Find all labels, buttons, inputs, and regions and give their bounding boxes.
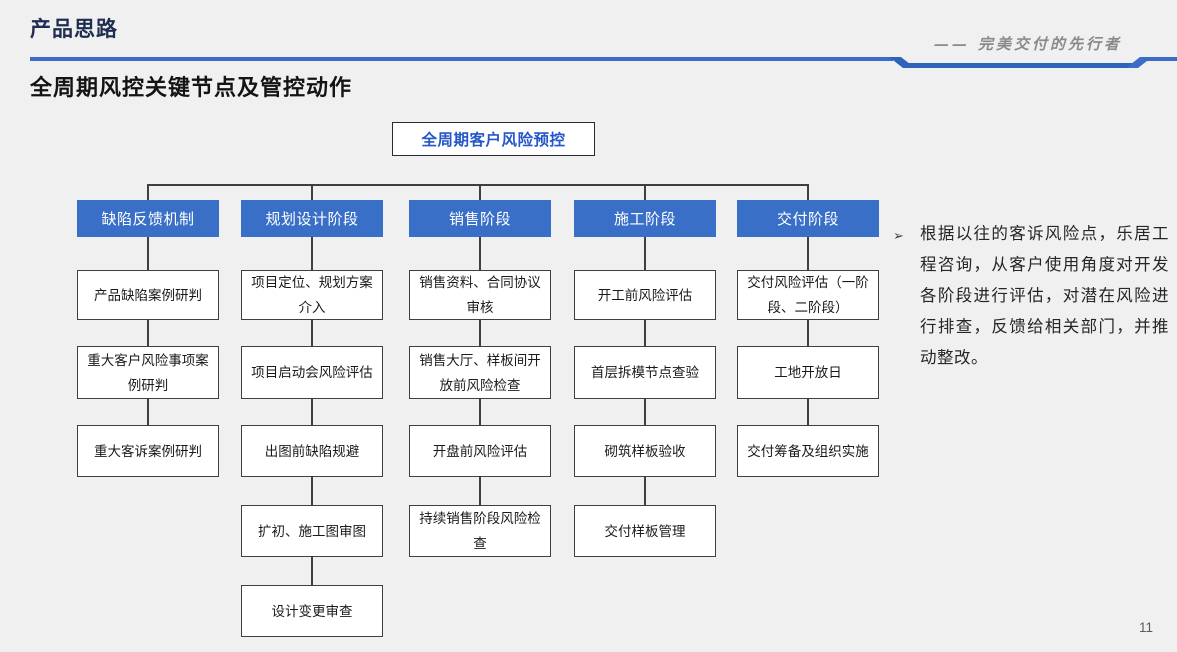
connector — [807, 237, 809, 270]
stage-header-defect-feedback: 缺陷反馈机制 — [77, 200, 219, 237]
flow-node: 工地开放日 — [737, 346, 879, 399]
connector — [311, 557, 313, 585]
stage-header-planning-design: 规划设计阶段 — [241, 200, 383, 237]
flow-node: 交付样板管理 — [574, 505, 716, 557]
flow-node: 设计变更审查 — [241, 585, 383, 637]
flow-node: 开工前风险评估 — [574, 270, 716, 320]
stage-header-construction: 施工阶段 — [574, 200, 716, 237]
connector — [311, 477, 313, 505]
connector — [644, 237, 646, 270]
root-node: 全周期客户风险预控 — [392, 122, 595, 156]
flow-node: 交付筹备及组织实施 — [737, 425, 879, 477]
flow-node: 产品缺陷案例研判 — [77, 270, 219, 320]
connector-rail — [147, 184, 809, 186]
tagline: —— 完美交付的先行者 — [933, 35, 1122, 53]
connector — [311, 184, 313, 200]
connector — [644, 320, 646, 346]
flow-node: 扩初、施工图审图 — [241, 505, 383, 557]
arrow-bullet-icon: ➢ — [893, 228, 904, 243]
connector — [644, 184, 646, 200]
connector — [644, 399, 646, 425]
header-swoosh-decoration — [30, 57, 1177, 68]
flow-node: 项目启动会风险评估 — [241, 346, 383, 399]
side-note-text: 根据以往的客诉风险点，乐居工程咨询，从客户使用角度对开发各阶段进行评估，对潜在风… — [920, 225, 1169, 367]
flow-node: 重大客诉案例研判 — [77, 425, 219, 477]
connector — [479, 320, 481, 346]
connector — [479, 399, 481, 425]
flow-node: 交付风险评估（一阶段、二阶段） — [737, 270, 879, 320]
flow-node: 出图前缺陷规避 — [241, 425, 383, 477]
connector — [479, 184, 481, 200]
connector — [147, 320, 149, 346]
flow-node: 项目定位、规划方案介入 — [241, 270, 383, 320]
flow-node: 销售大厅、样板间开放前风险检查 — [409, 346, 551, 399]
connector — [311, 320, 313, 346]
flow-node: 开盘前风险评估 — [409, 425, 551, 477]
page-number: 11 — [1138, 620, 1153, 635]
connector — [147, 184, 149, 200]
connector — [479, 237, 481, 270]
page-title: 产品思路 — [30, 18, 118, 41]
stage-header-delivery: 交付阶段 — [737, 200, 879, 237]
flow-node: 砌筑样板验收 — [574, 425, 716, 477]
connector — [147, 237, 149, 270]
flow-node: 重大客户风险事项案例研判 — [77, 346, 219, 399]
connector — [479, 477, 481, 505]
stage-header-sales: 销售阶段 — [409, 200, 551, 237]
diagram-title: 全周期风控关键节点及管控动作 — [30, 75, 353, 100]
connector — [147, 399, 149, 425]
side-note: ➢ 根据以往的客诉风险点，乐居工程咨询，从客户使用角度对开发各阶段进行评估，对潜… — [893, 219, 1169, 374]
connector — [311, 237, 313, 270]
connector — [644, 477, 646, 505]
connector — [807, 184, 809, 200]
flow-node: 首层拆模节点查验 — [574, 346, 716, 399]
flow-node: 持续销售阶段风险检查 — [409, 505, 551, 557]
connector — [311, 399, 313, 425]
connector — [807, 320, 809, 346]
flow-node: 销售资料、合同协议审核 — [409, 270, 551, 320]
connector — [807, 399, 809, 425]
